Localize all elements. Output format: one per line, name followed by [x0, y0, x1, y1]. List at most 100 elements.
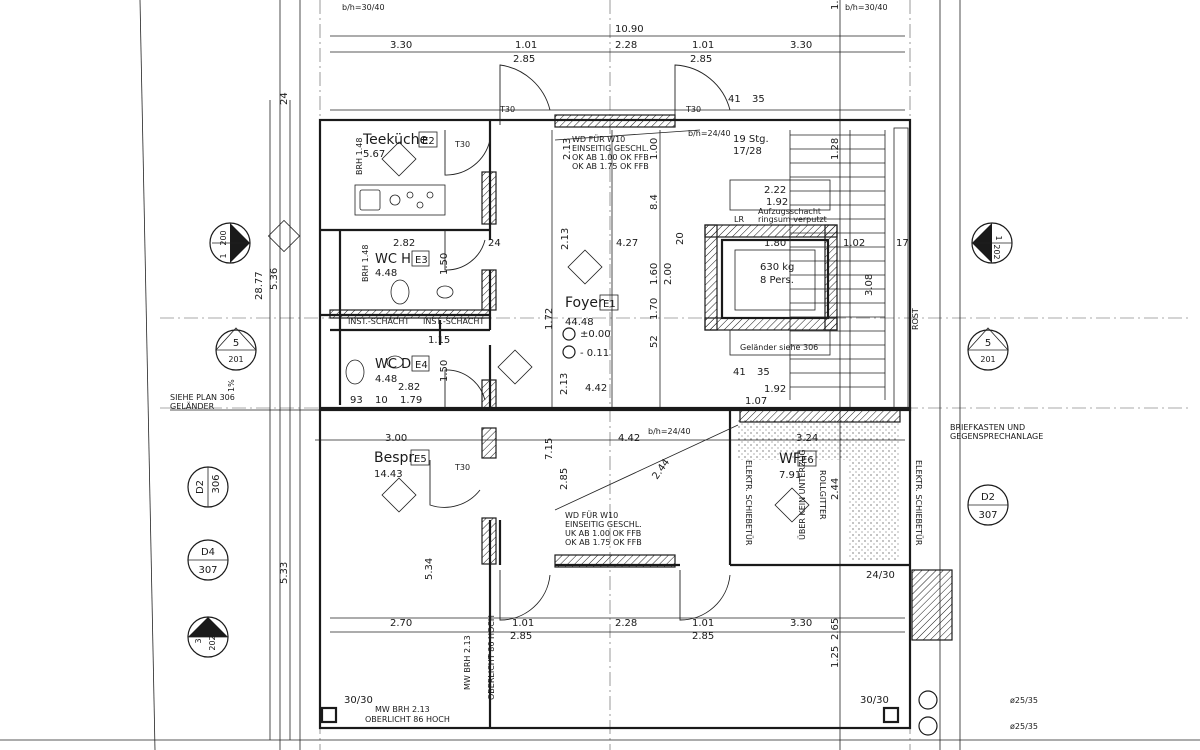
dim-150b: 1.50	[439, 360, 450, 382]
room-bespr-name: Bespr.	[374, 450, 417, 466]
dim-4135c: 41	[733, 367, 746, 378]
b2430: 24/30	[866, 570, 895, 581]
room-wf-name: WF	[779, 451, 801, 467]
wd-lower-4: OK AB 1.75 OK FFB	[565, 538, 642, 547]
dim-140: 1.40	[830, 0, 841, 10]
dim-2135c: 2.13	[559, 373, 570, 395]
elevator-shaft	[720, 179, 831, 356]
marker-left-5-top: 3	[194, 638, 203, 643]
dim-2877: 28.77	[254, 271, 265, 300]
bh-top-right: b/h=30/40	[845, 3, 888, 12]
bh-mid: b/h=24/40	[648, 427, 691, 436]
wd-lower-1: WD FÜR W10	[565, 510, 618, 520]
section-marker-left-2: 5 201	[215, 327, 257, 371]
elevator-labels: Aufzugsschacht ringsum verputzt 630 kg 8…	[733, 134, 827, 352]
marker-right-3-top: D2	[981, 492, 995, 503]
dim-200: 2.00	[663, 263, 674, 285]
dim-285b: 2.85	[690, 54, 712, 65]
room-teekueche-area: 5.67	[363, 149, 385, 160]
section-marker-left-5: 3 202	[187, 616, 229, 658]
mw-brh-2: MW BRH 2.13	[463, 635, 472, 690]
room-wcd: WC D E4 4.48	[375, 355, 430, 385]
t30-a: T30	[499, 105, 515, 114]
dim-24b: 24	[488, 238, 501, 249]
dim-101a: 1.01	[515, 40, 537, 51]
bh-upper: b/h=24/40	[688, 129, 731, 138]
dim-285c: 2.85	[510, 631, 532, 642]
section-marker-left-4: D4 307	[187, 539, 229, 581]
dim-244a: 2.44	[650, 457, 672, 482]
b3030-a: 30/30	[344, 695, 373, 706]
marker-right-1-top: 1	[994, 235, 1003, 240]
dim-330a: 3.30	[390, 40, 412, 51]
dim-244b: 2.44	[830, 478, 841, 500]
room-bespr-code: E5	[414, 454, 427, 465]
marker-left-4-top: D4	[201, 547, 215, 558]
misc-labels: b/h=30/40 b/h=30/40 b/h=24/40 b/h=24/40 …	[170, 3, 1043, 731]
siehe-plan: SIEHE PLAN 306	[170, 393, 235, 402]
marker-left-4-bottom: 307	[198, 565, 217, 576]
room-wcd-name: WC D	[375, 357, 411, 372]
dim-2135a: 2.13	[562, 138, 573, 160]
inst-schacht-1: INST.-SCHACHT	[348, 317, 409, 326]
unterzug: ÜBER KEIN UNTERZUG	[797, 449, 807, 540]
section-marker-left-1: 200 1	[209, 222, 251, 264]
dim-427: 4.27	[616, 238, 638, 249]
wd-lower-2: EINSEITIG GESCHL.	[565, 520, 642, 529]
dim-330b: 3.30	[790, 40, 812, 51]
dim-192b: 1.92	[764, 384, 786, 395]
dim-715: 7.15	[544, 438, 555, 460]
marker-left-3-bottom: 306	[211, 474, 222, 493]
room-teekueche-name: Teeküche	[362, 132, 428, 148]
dim-52: 52	[649, 335, 660, 348]
mw-brh-1: MW BRH 2.13	[375, 705, 430, 714]
room-foyer-name: Foyer	[565, 295, 604, 311]
dim-285d: 2.85	[692, 631, 714, 642]
room-wf-area: 7.91	[779, 470, 801, 481]
dim-285e: 2.85	[559, 468, 570, 490]
dim-150a: 1.50	[439, 253, 450, 275]
dim-128: 1.28	[830, 138, 841, 160]
dim-101d: 1.01	[692, 618, 714, 629]
section-marker-right-1: 1 202	[971, 222, 1013, 264]
floor-symbols	[267, 141, 810, 523]
dim-285a: 2.85	[513, 54, 535, 65]
room-wch-name: WC H	[375, 252, 411, 267]
marker-left-2-bottom: 201	[228, 355, 243, 364]
dim-228a: 2.28	[615, 40, 637, 51]
wd-upper-2: EINSEITIG GESCHL.	[572, 144, 649, 153]
wd-upper-4: OK AB 1.75 OK FFB	[572, 162, 649, 171]
dim-160: 1.60	[649, 263, 660, 285]
pct: 1%	[227, 379, 236, 392]
t30-b: T30	[454, 140, 470, 149]
wd-upper-1: WD FÜR W10	[572, 134, 625, 144]
room-wch-code: E3	[415, 255, 428, 266]
room-wcd-code: E4	[415, 360, 428, 371]
oberlicht-1: OBERLICHT 86 HOCH	[365, 715, 450, 724]
marker-right-2-top: 5	[985, 338, 991, 349]
section-marker-right-2: 5 201	[967, 327, 1009, 371]
room-wcd-area: 4.48	[375, 374, 397, 385]
elektro-1: ELEKTR. SCHIEBETÜR	[744, 460, 754, 546]
stair-steps: 19 Stg.	[733, 134, 769, 145]
room-teekueche-code: E2	[422, 136, 435, 147]
oberlicht-2: OBERLICHT 86 HOCH	[487, 615, 496, 700]
marker-left-1-bottom: 1	[219, 253, 228, 258]
wd-upper-3: OK AB 1.00 OK FFB	[572, 153, 649, 162]
marker-left-3-top: D2	[195, 480, 206, 494]
dim-180: 1.80	[764, 238, 786, 249]
room-wch: WC H E3 4.48	[375, 250, 430, 279]
wd-lower-3: UK AB 1.00 OK FFB	[565, 529, 641, 538]
marker-left-2-top: 5	[233, 338, 239, 349]
dim-324: 3.24	[796, 433, 818, 444]
dimension-lines	[269, 0, 905, 750]
dim-1725: 1.72	[544, 308, 555, 330]
brh-1: BRH 1.48	[355, 138, 364, 175]
dim-10: 10	[375, 395, 388, 406]
gegensprech: GEGENSPRECHANLAGE	[950, 432, 1043, 441]
elevator-shaft-label: Aufzugsschacht	[758, 207, 821, 216]
stair-ratio: 17/28	[733, 146, 762, 157]
dim-24a: 24	[279, 92, 290, 105]
